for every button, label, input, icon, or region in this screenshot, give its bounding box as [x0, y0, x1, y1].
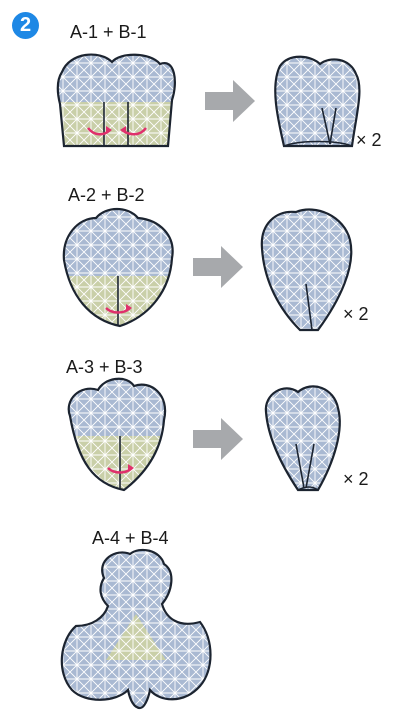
piece-1-multiplier: × 2	[356, 130, 382, 150]
piece-4-label: A-4 + B-4	[92, 528, 169, 548]
piece-2-label: A-2 + B-2	[68, 185, 145, 205]
piece-3-multiplier: × 2	[343, 469, 369, 489]
piece-1-after	[274, 55, 361, 148]
piece-3-after	[264, 385, 341, 492]
right-arrow-icon	[205, 80, 255, 122]
piece-1-label: A-1 + B-1	[70, 22, 147, 42]
piece-2-before	[62, 207, 174, 328]
piece-2-after	[260, 208, 353, 332]
step-number-badge: 2	[12, 12, 39, 39]
piece-3-before	[67, 377, 167, 492]
piece-3-label: A-3 + B-3	[66, 357, 143, 377]
piece-1-before	[56, 53, 176, 148]
piece-4-shape	[60, 548, 212, 710]
piece-2-multiplier: × 2	[343, 304, 369, 324]
